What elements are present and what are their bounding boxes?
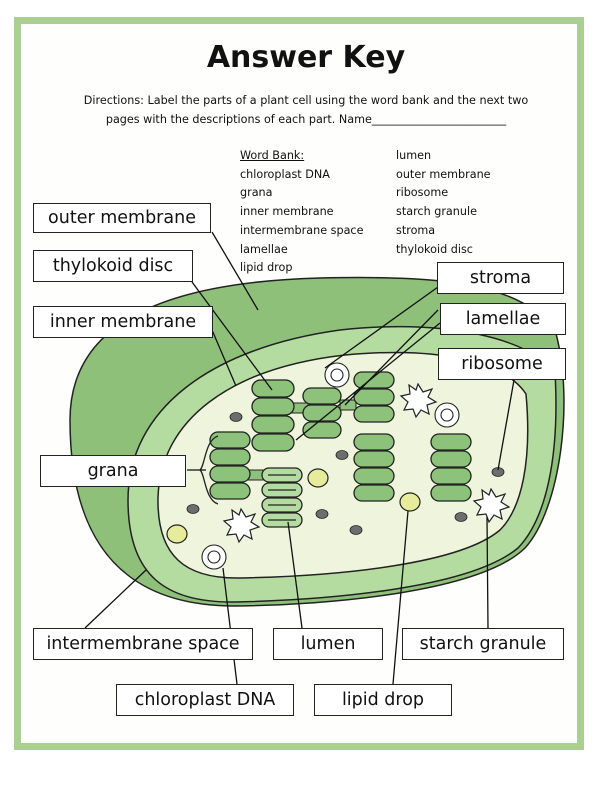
label-starch-granule: starch granule [402,628,564,660]
label-stroma: stroma [437,262,564,294]
word-bank-item: thylokoid disc [396,242,473,256]
granum-cross-section [261,467,303,528]
word-bank-item: outer membrane [396,167,491,181]
label-ribosome: ribosome [438,348,566,380]
label-outer-membrane: outer membrane [33,203,211,233]
word-bank-heading: Word Bank: [240,149,305,162]
starch-granule [222,382,511,544]
lipid-drop [166,468,421,544]
leader-lines [84,231,515,685]
word-bank-item: lipid drop [240,261,293,275]
word-bank-item: stroma [396,223,436,237]
word-bank-item: starch granule [396,205,477,219]
page-title: Answer Key [206,40,406,75]
directions-line-2: pages with the descriptions of each part… [105,113,507,126]
label-lumen: lumen [273,628,383,660]
directions-line-1: Directions: Label the parts of a plant c… [83,94,529,107]
word-bank-right-column: lumen outer membrane ribosome starch gra… [396,147,491,259]
label-chloroplast-dna: chloroplast DNA [116,684,294,716]
label-lipid-drop: lipid drop [314,684,452,716]
ribosome [186,412,505,535]
granum-stack [353,371,395,502]
word-bank-item: lamellae [240,242,288,256]
label-intermembrane-space: intermembrane space [33,628,253,660]
word-bank-item: lumen [396,149,432,162]
word-bank-item: intermembrane space [240,223,364,237]
label-lamellae: lamellae [440,303,566,335]
granum-stack [251,379,295,452]
word-bank-item: chloroplast DNA [240,167,330,181]
word-bank-item: ribosome [396,186,449,200]
label-thylokoid-disc: thylokoid disc [33,250,193,282]
label-grana: grana [40,455,186,487]
granum-stack [209,431,251,500]
chloroplast-dna [201,362,460,570]
word-bank-item: grana [240,186,273,200]
granum-stack [430,433,472,502]
label-inner-membrane: inner membrane [33,306,213,338]
word-bank-item: inner membrane [240,205,334,219]
word-bank-left-column: Word Bank: chloroplast DNA grana inner m… [240,147,363,278]
